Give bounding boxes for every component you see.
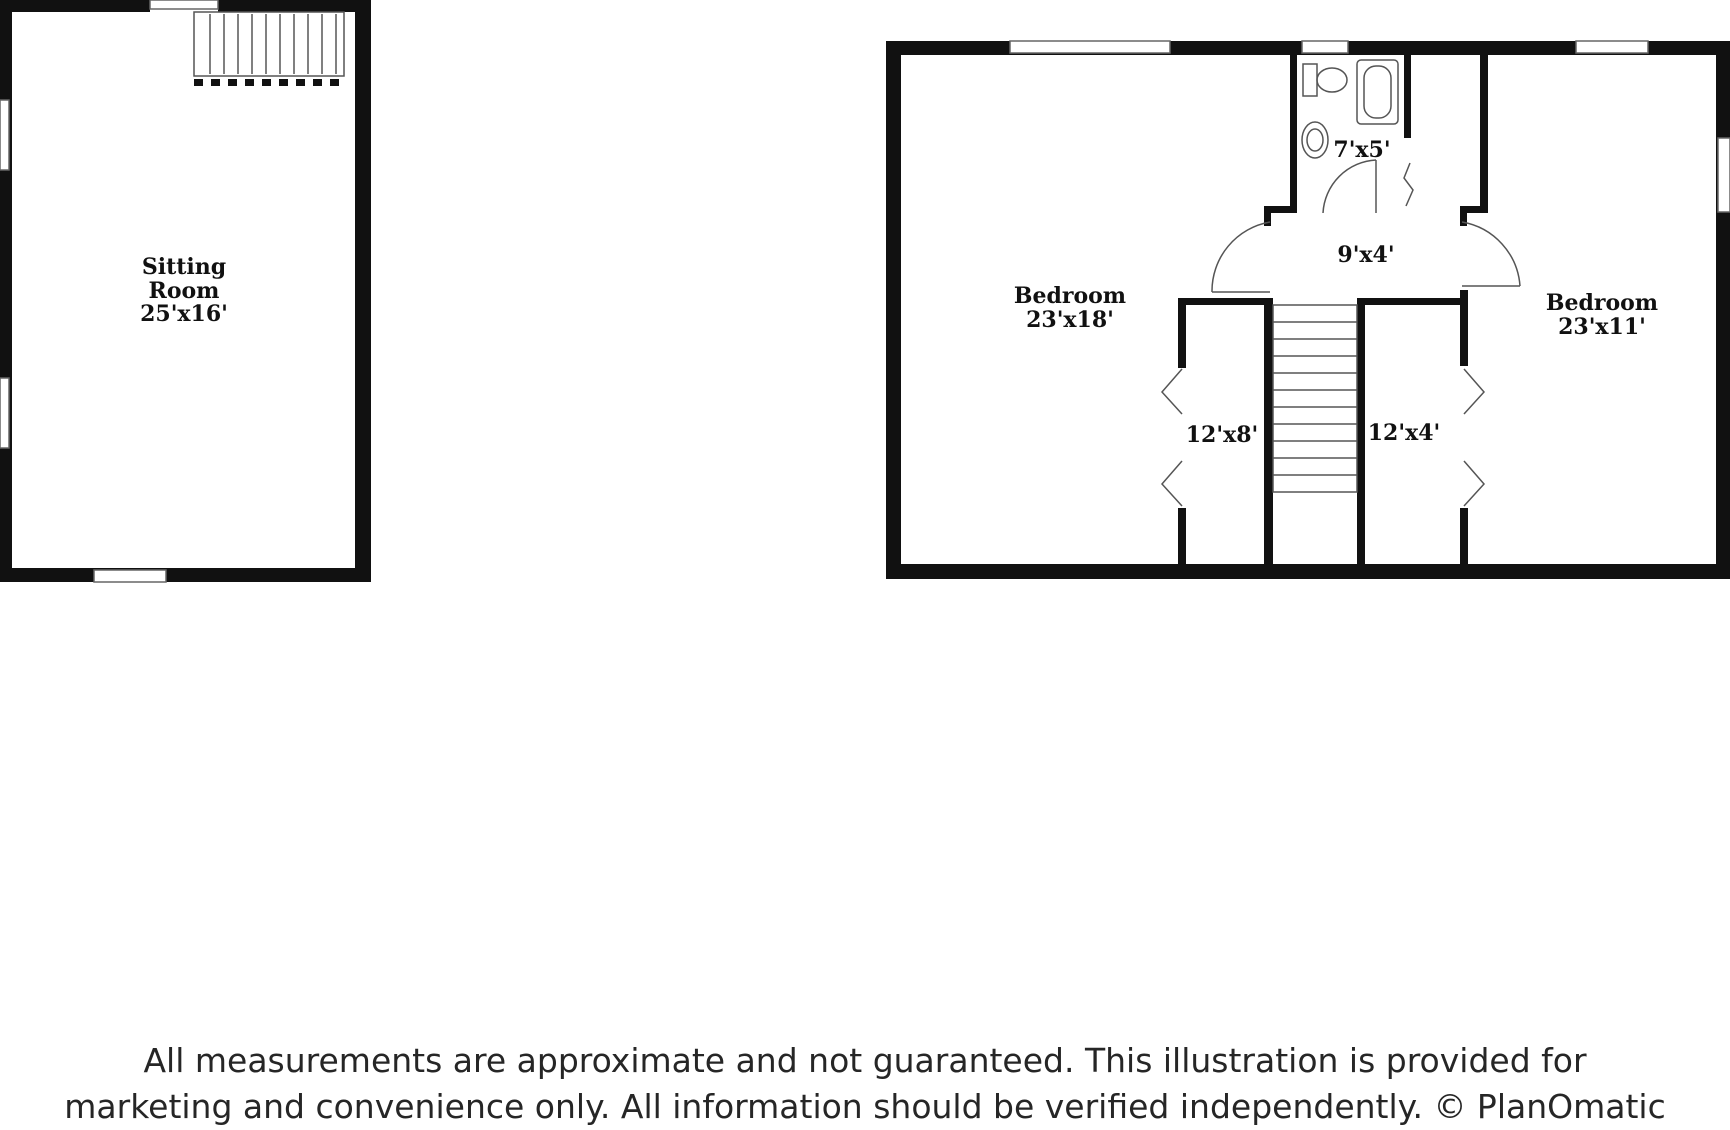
stair-landing-mark [228,79,237,86]
upper-floor-interior-walls [1178,55,1488,568]
stair-landing-mark [194,79,203,86]
bedroom-right-label: Bedroom 23'x11' [1546,290,1658,340]
sitting-room-windows [0,0,219,583]
bedroom-left-dimensions: 23'x18' [1026,307,1114,333]
sitting-room-label: Sitting Room 25'x16' [140,254,228,327]
disclaimer-line-2: marketing and convenience only. All info… [64,1087,1666,1126]
upper-floor-windows [1009,40,1730,213]
stair-landing-mark [211,79,220,86]
hallway-dimensions: 9'x4' [1337,242,1394,268]
stair-landing-mark [313,79,322,86]
disclaimer-text: All measurements are approximate and not… [40,1038,1690,1130]
bedroom-left-label: Bedroom 23'x18' [1014,283,1126,333]
upper-floor-fixtures [1160,59,1521,507]
bathroom-dimensions: 7'x5' [1333,137,1390,163]
sitting-room-staircase [193,11,345,86]
disclaimer-line-1: All measurements are approximate and not… [143,1041,1587,1080]
sitting-room-dimensions: 25'x16' [140,301,228,327]
closet-left-dimensions: 12'x8' [1186,422,1259,448]
stair-landing-mark [330,79,339,86]
bedroom-right-name: Bedroom [1546,290,1658,316]
bedroom-left-name: Bedroom [1014,283,1126,309]
sitting-room-name-line2: Room [149,278,220,304]
sitting-room-name-line1: Sitting [142,254,226,280]
stair-landing-mark [262,79,271,86]
closet-right-dimensions: 12'x4' [1368,420,1441,446]
stair-landing-mark [245,79,254,86]
stair-landing-mark [296,79,305,86]
bedroom-right-dimensions: 23'x11' [1558,314,1646,340]
stair-landing-mark [279,79,288,86]
